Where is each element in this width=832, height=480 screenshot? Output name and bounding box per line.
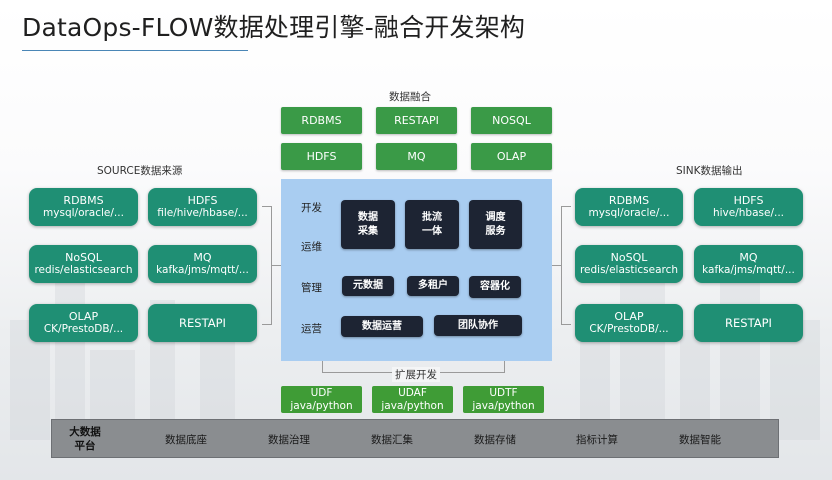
dev-scheduling-l2: 服务	[485, 225, 506, 237]
platform-item-foundation: 数据底座	[165, 434, 207, 446]
fusion-nosql: NOSQL	[471, 107, 552, 134]
row-label-ops: 运维	[301, 241, 322, 253]
sink-nosql-sub: redis/elasticsearch	[579, 264, 679, 277]
ext-udtf: UDTF java/python	[463, 386, 544, 413]
manage-multitenant: 多租户	[407, 276, 459, 296]
source-nosql: NoSQL redis/elasticsearch	[29, 245, 138, 283]
platform-main-label-l1: 大数据	[69, 426, 101, 438]
platform-main-label: 大数据 平台	[60, 426, 110, 453]
platform-item-metrics: 指标计算	[576, 434, 618, 446]
source-bracket	[262, 206, 272, 325]
sink-olap-title: OLAP	[614, 309, 644, 323]
source-restapi: RESTAPI	[148, 304, 257, 342]
source-olap-sub: CK/PrestoDB/...	[43, 323, 124, 336]
row-label-dev: 开发	[301, 202, 322, 214]
sink-olap-sub: CK/PrestoDB/...	[589, 323, 669, 336]
dev-data-collection: 数据 采集	[341, 200, 395, 249]
source-hdfs-title: HDFS	[187, 193, 218, 207]
dev-data-collection-l1: 数据	[358, 212, 378, 223]
big-data-platform-bar: 大数据 平台 数据底座 数据治理 数据汇集 数据存储 指标计算 数据智能	[51, 419, 779, 458]
ext-udf-title: UDF	[310, 386, 333, 399]
manage-containerization: 容器化	[469, 276, 521, 298]
platform-item-aggregation: 数据汇集	[371, 434, 413, 446]
operate-data-operation: 数据运营	[341, 316, 423, 337]
ext-udaf-sub: java/python	[381, 399, 444, 412]
sink-nosql-title: NoSQL	[610, 250, 648, 264]
fusion-olap: OLAP	[471, 143, 552, 170]
ext-udtf-title: UDTF	[489, 386, 518, 399]
ext-udtf-sub: java/python	[472, 399, 535, 412]
sink-restapi-title: RESTAPI	[725, 315, 772, 330]
platform-item-storage: 数据存储	[474, 434, 516, 446]
sink-label: SINK数据输出	[676, 165, 743, 177]
sink-rdbms-sub: mysql/oracle/...	[588, 207, 670, 220]
sink-nosql: NoSQL redis/elasticsearch	[575, 245, 683, 283]
platform-item-intelligence: 数据智能	[679, 434, 721, 446]
dev-batch-stream-l2: 一体	[422, 225, 442, 237]
dev-batch-stream: 批流 一体	[405, 200, 459, 249]
source-nosql-sub: redis/elasticsearch	[34, 264, 133, 277]
page-title: DataOps-FLOW数据处理引擎-融合开发架构	[22, 13, 526, 42]
sink-hdfs-sub: hive/hbase/...	[712, 207, 785, 220]
fusion-restapi: RESTAPI	[376, 107, 457, 134]
operate-team-collab: 团队协作	[434, 315, 522, 336]
source-rdbms: RDBMS mysql/oracle/...	[29, 188, 138, 226]
dev-scheduling-l1: 调度	[485, 212, 506, 223]
fusion-hdfs: HDFS	[281, 143, 362, 170]
sink-connector	[552, 265, 561, 266]
source-hdfs-sub: file/hive/hbase/...	[157, 207, 248, 220]
fusion-rdbms: RDBMS	[281, 107, 362, 134]
dev-data-collection-l2: 采集	[358, 225, 378, 237]
sink-bracket	[561, 206, 571, 325]
source-hdfs: HDFS file/hive/hbase/...	[148, 188, 257, 226]
ext-udaf-title: UDAF	[398, 386, 427, 399]
source-restapi-title: RESTAPI	[179, 315, 226, 330]
fusion-mq: MQ	[376, 143, 457, 170]
sink-mq-sub: kafka/jms/mqtt/...	[702, 264, 795, 277]
source-mq-sub: kafka/jms/mqtt/...	[156, 264, 249, 277]
source-rdbms-title: RDBMS	[63, 193, 104, 207]
sink-rdbms-title: RDBMS	[608, 193, 650, 207]
sink-hdfs-title: HDFS	[733, 193, 764, 207]
sink-mq: MQ kafka/jms/mqtt/...	[694, 245, 803, 283]
title-underline	[22, 50, 248, 51]
sink-rdbms: RDBMS mysql/oracle/...	[575, 188, 683, 226]
row-label-manage: 管理	[301, 282, 322, 294]
source-connector	[272, 265, 281, 266]
ext-udf: UDF java/python	[281, 386, 362, 413]
source-label: SOURCE数据来源	[97, 165, 183, 177]
ext-udaf: UDAF java/python	[372, 386, 453, 413]
source-rdbms-sub: mysql/oracle/...	[43, 207, 124, 220]
dev-batch-stream-l1: 批流	[422, 212, 442, 223]
source-olap: OLAP CK/PrestoDB/...	[29, 304, 138, 342]
source-mq-title: MQ	[193, 250, 212, 264]
platform-item-governance: 数据治理	[268, 434, 310, 446]
source-olap-title: OLAP	[68, 309, 99, 323]
source-nosql-title: NoSQL	[65, 250, 102, 264]
source-mq: MQ kafka/jms/mqtt/...	[148, 245, 257, 283]
extension-label: 扩展开发	[392, 367, 440, 382]
platform-main-label-l2: 平台	[74, 439, 96, 452]
ext-udf-sub: java/python	[290, 399, 353, 412]
sink-mq-title: MQ	[739, 250, 758, 264]
sink-olap: OLAP CK/PrestoDB/...	[575, 304, 683, 342]
row-label-operate: 运营	[301, 323, 322, 335]
manage-metadata: 元数据	[342, 276, 394, 296]
sink-restapi: RESTAPI	[694, 304, 803, 342]
sink-hdfs: HDFS hive/hbase/...	[694, 188, 803, 226]
dev-scheduling: 调度 服务	[469, 200, 522, 249]
fusion-label: 数据融合	[389, 91, 431, 103]
